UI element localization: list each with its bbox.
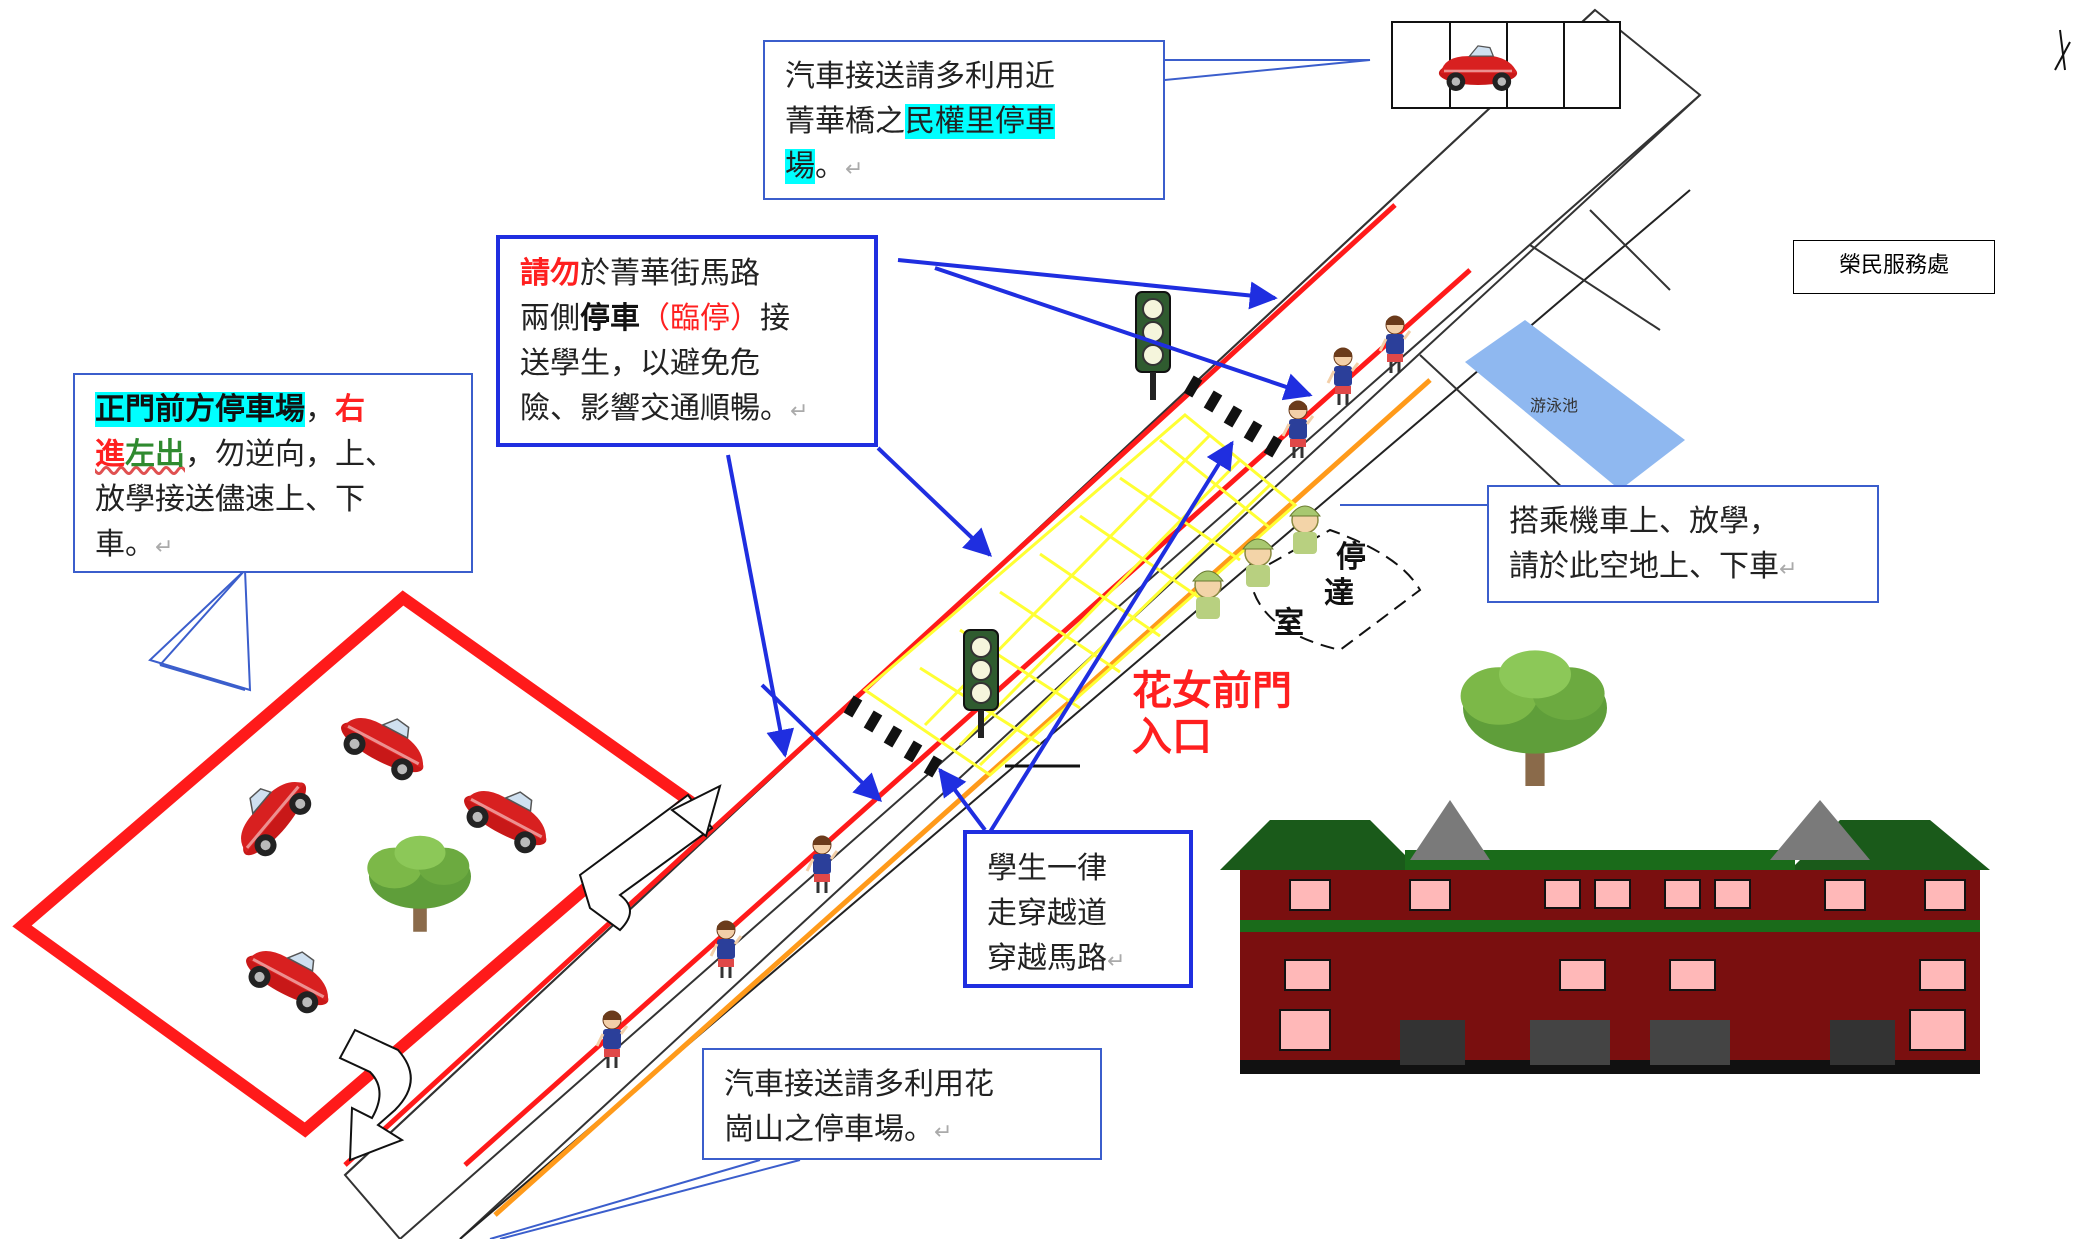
guard-room-label: 停 達 (1324, 540, 1366, 611)
u-turn-arrow-icon (338, 1028, 412, 1162)
building-icon (1220, 650, 1990, 1074)
guard-room-label-2: 室 (1274, 606, 1304, 641)
front-parking-lot (12, 590, 698, 1138)
arrow (988, 440, 1234, 834)
u-turn-arrow-icon (578, 793, 714, 932)
callout-scooter: 搭乘機車上、放學， 請於此空地上、下車↵ (1487, 485, 1879, 603)
callout-no-parking: 請勿於菁華街馬路 兩側停車（臨停）接 送學生，以避免危 險、影響交通順暢。↵ (496, 235, 878, 447)
callout-bottom-parking: 汽車接送請多利用花 崗山之停車場。↵ (702, 1048, 1102, 1160)
arrow (938, 767, 987, 832)
gate-entrance-label: 花女前門入口 (1132, 667, 1292, 760)
arrow (897, 258, 1278, 310)
arrow (876, 446, 993, 557)
callout-line: 汽車接送請多利用近 (785, 59, 1055, 94)
callout-crosswalk: 學生一律 走穿越道 穿越馬路↵ (963, 830, 1193, 988)
callout-top-parking: 汽車接送請多利用近 菁華橋之民權里停車 場。↵ (763, 40, 1165, 200)
top-parking-grid (1391, 21, 1621, 109)
swimming-pool (1465, 320, 1685, 490)
callout-front-lot: 正門前方停車場，右 進左出，勿逆向，上、 放學接送儘速上、下 車。↵ (73, 373, 473, 573)
vet-office-label: 榮民服務處 (1793, 240, 1995, 294)
tree-icon (1460, 650, 1607, 786)
guard-room (1248, 528, 1422, 652)
arrow (726, 454, 795, 758)
arrow (760, 683, 883, 802)
crosswalk-lower (843, 695, 943, 778)
crosswalk-upper (1183, 375, 1283, 458)
callout-tail (1126, 59, 1371, 82)
pool-label: 游泳池 (1530, 396, 1579, 415)
guard-icon (1242, 538, 1274, 588)
arrow (934, 266, 1313, 401)
callout-tail (148, 567, 252, 692)
